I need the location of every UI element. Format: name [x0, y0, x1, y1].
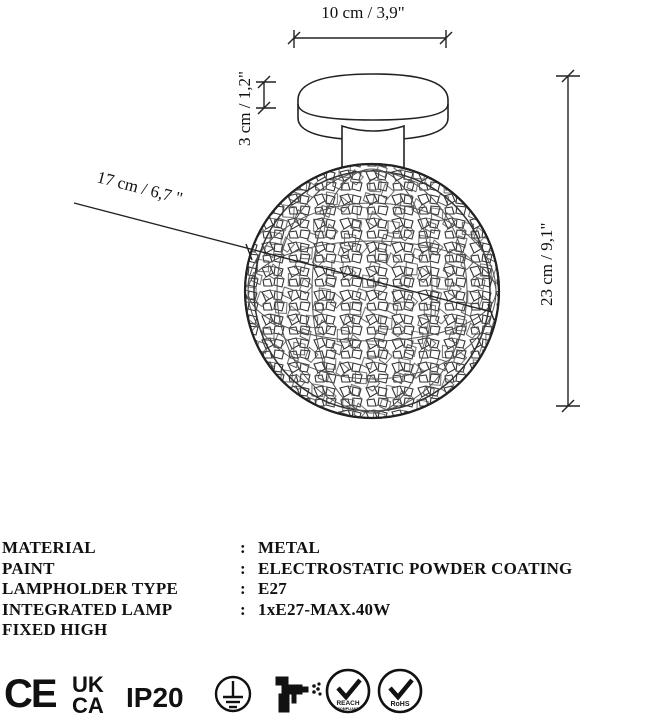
- specification-table: MATERIAL : METAL PAINT : ELECTROSTATIC P…: [2, 538, 652, 641]
- dimension-width-label: 10 cm / 3,9": [321, 3, 404, 22]
- certification-icons: CE UK CA IP20 REACH COMPLIANT RoHS: [4, 668, 423, 718]
- spec-separator: :: [240, 599, 246, 619]
- spec-separator: :: [240, 558, 246, 578]
- ce-mark-icon: CE: [4, 672, 59, 716]
- lattice-globe: [243, 162, 501, 420]
- ip-rating: IP20: [126, 682, 184, 713]
- spec-value: ELECTROSTATIC POWDER COATING: [258, 558, 573, 578]
- spec-row-integrated-lamp: INTEGRATED LAMP : 1xE27-MAX.40W: [2, 600, 652, 621]
- svg-text:COMPLIANT: COMPLIANT: [337, 707, 359, 711]
- spec-value: METAL: [258, 538, 321, 557]
- dimension-canopy-height: [256, 75, 276, 115]
- spec-row-lampholder: LAMPHOLDER TYPE : E27: [2, 579, 652, 600]
- dimension-width: [287, 30, 453, 48]
- spec-key: FIXED HIGH: [2, 620, 108, 639]
- dimension-total-height-label: 23 cm / 9,1": [537, 223, 556, 306]
- spec-row-fixed-high: FIXED HIGH: [2, 620, 652, 641]
- ground-symbol-icon: [214, 675, 252, 713]
- ukca-mark-icon: UK CA: [72, 672, 104, 718]
- dimension-diameter-label: 17 cm / 6,7 ": [95, 167, 185, 207]
- spec-key: MATERIAL: [2, 538, 96, 557]
- ceiling-canopy: [297, 73, 449, 141]
- dimension-canopy-height-label: 3 cm / 1,2": [235, 71, 254, 146]
- spec-key: LAMPHOLDER TYPE: [2, 579, 179, 598]
- spec-row-material: MATERIAL : METAL: [2, 538, 652, 559]
- spec-value: 1xE27-MAX.40W: [258, 599, 391, 619]
- spec-row-paint: PAINT : ELECTROSTATIC POWDER COATING: [2, 559, 652, 580]
- spec-separator: :: [240, 538, 246, 557]
- svg-text:UK: UK: [72, 672, 104, 697]
- svg-text:CA: CA: [72, 693, 104, 718]
- spec-separator: :: [240, 579, 246, 598]
- reach-compliant-icon: REACH COMPLIANT: [325, 668, 371, 714]
- dimension-total-height: [556, 69, 580, 413]
- spec-key: INTEGRATED LAMP: [2, 599, 173, 619]
- svg-text:CE: CE: [4, 672, 57, 716]
- svg-text:RoHS: RoHS: [390, 701, 409, 708]
- spec-value: E27: [258, 579, 287, 598]
- dimension-diameter: [73, 202, 495, 321]
- svg-text:REACH: REACH: [336, 700, 359, 707]
- spray-paint-icon: [275, 676, 322, 713]
- lamp-technical-drawing: 10 cm / 3,9" 3 cm / 1,2" 17 cm / 6,7 " 2…: [73, 3, 580, 420]
- rohs-icon: RoHS: [377, 668, 423, 714]
- spec-key: PAINT: [2, 558, 55, 578]
